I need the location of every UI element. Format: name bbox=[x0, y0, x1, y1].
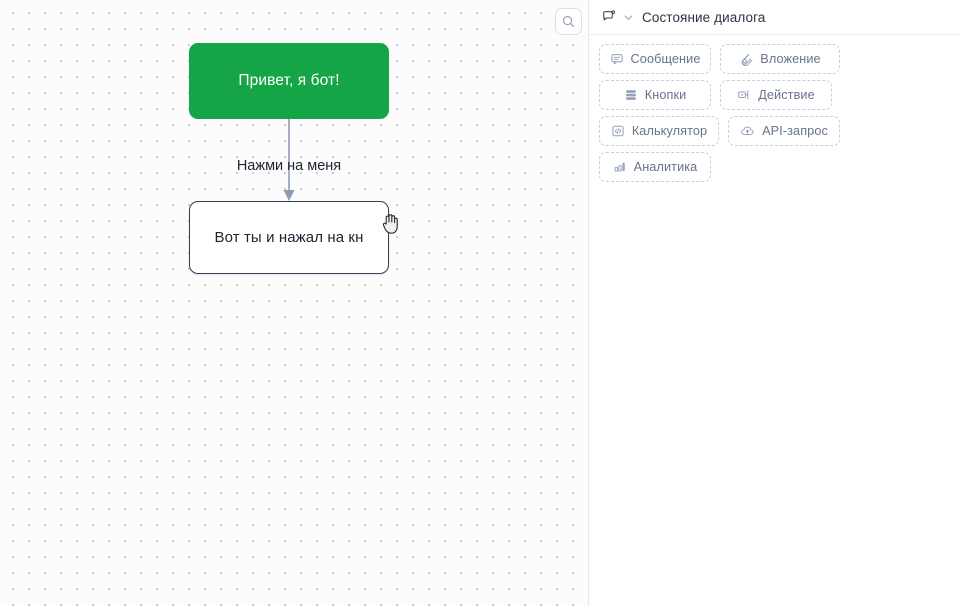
dialog-state-panel: Состояние диалога Сообщение bbox=[588, 0, 960, 606]
chevron-down-icon[interactable] bbox=[623, 12, 634, 23]
message-node-label: Вот ты и нажал на кн bbox=[214, 229, 364, 246]
action-icon bbox=[737, 88, 751, 102]
code-brackets-icon bbox=[611, 124, 625, 138]
palette-item-label: Вложение bbox=[760, 52, 821, 66]
palette-item-label: API-запрос bbox=[762, 124, 828, 138]
palette-item-label: Действие bbox=[758, 88, 815, 102]
bar-chart-icon bbox=[613, 160, 627, 174]
canvas-search-button[interactable] bbox=[555, 8, 582, 35]
palette-item-label: Аналитика bbox=[633, 160, 698, 174]
paperclip-icon bbox=[739, 52, 753, 66]
search-icon bbox=[562, 15, 575, 28]
palette-item-label: Кнопки bbox=[644, 88, 687, 102]
palette-item-attachment[interactable]: Вложение bbox=[720, 44, 840, 74]
panel-header: Состояние диалога bbox=[589, 0, 960, 35]
palette-item-action[interactable]: Действие bbox=[720, 80, 832, 110]
start-node[interactable]: Привет, я бот! bbox=[189, 43, 389, 119]
palette-item-api-request[interactable]: API-запрос bbox=[728, 116, 840, 146]
palette-item-buttons[interactable]: Кнопки bbox=[599, 80, 711, 110]
flow-canvas[interactable]: Нажми на меня Привет, я бот! Вот ты и на… bbox=[0, 0, 588, 606]
palette-item-message[interactable]: Сообщение bbox=[599, 44, 711, 74]
palette-item-label: Сообщение bbox=[630, 52, 701, 66]
start-node-label: Привет, я бот! bbox=[238, 72, 340, 89]
palette-item-label: Калькулятор bbox=[631, 124, 708, 138]
block-palette: Сообщение Вложение bbox=[589, 35, 960, 188]
edge-label: Нажми на меня bbox=[236, 158, 342, 174]
palette-item-analytics[interactable]: Аналитика bbox=[599, 152, 711, 182]
cloud-upload-icon bbox=[740, 124, 755, 138]
buttons-stack-icon bbox=[624, 88, 638, 102]
message-icon bbox=[610, 52, 624, 66]
palette-item-calculator[interactable]: Калькулятор bbox=[599, 116, 719, 146]
chat-bubble-icon bbox=[601, 9, 617, 25]
grab-hand-cursor bbox=[382, 214, 398, 234]
message-node[interactable]: Вот ты и нажал на кн bbox=[189, 201, 389, 274]
panel-title: Состояние диалога bbox=[642, 9, 766, 25]
